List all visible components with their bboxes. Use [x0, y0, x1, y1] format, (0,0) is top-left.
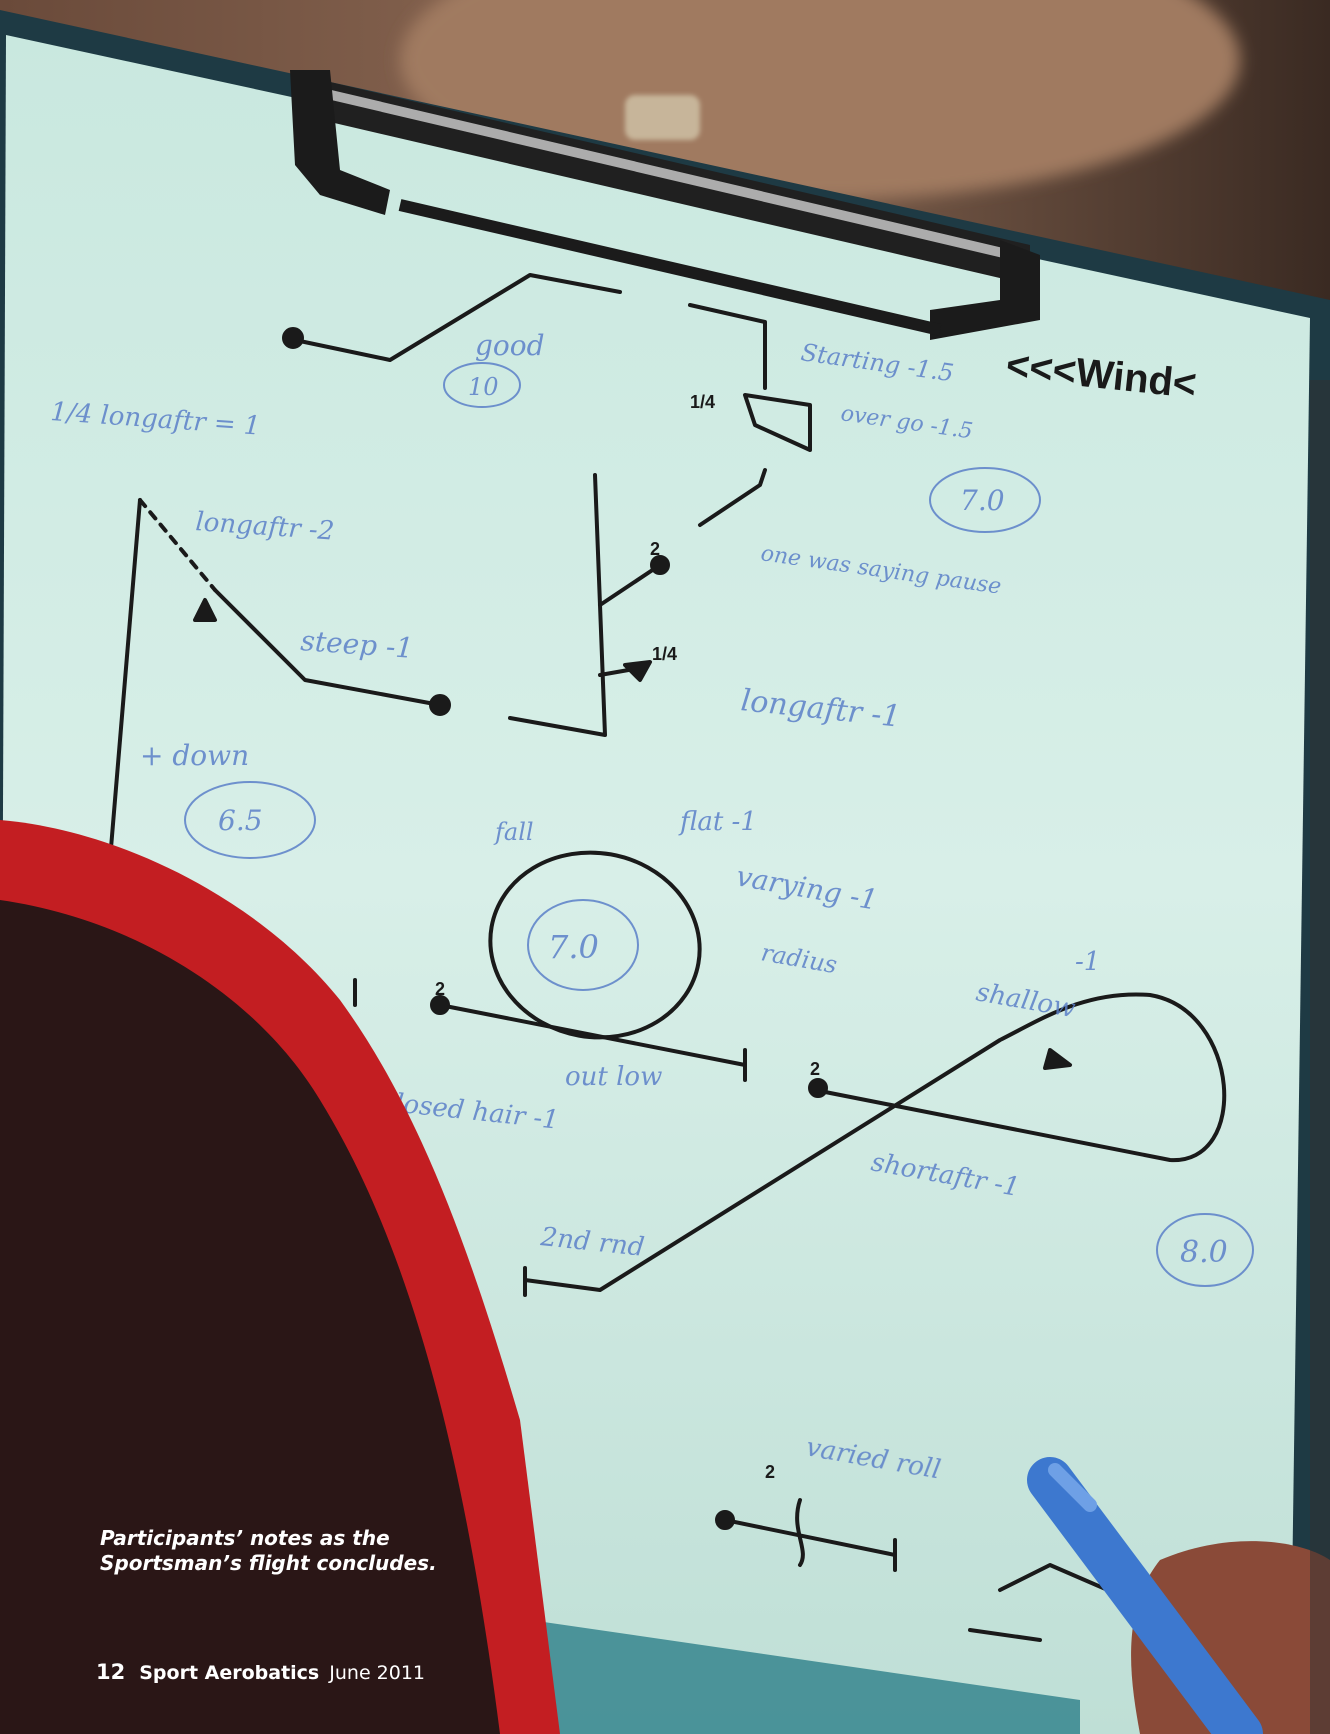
page-number: 12 — [96, 1660, 125, 1684]
svg-text:2: 2 — [650, 539, 660, 559]
page-footer: 12 Sport Aerobatics June 2011 — [96, 1660, 425, 1684]
svg-text:7.0: 7.0 — [548, 928, 599, 966]
svg-text:flat -1: flat -1 — [678, 807, 757, 837]
caption-line-1: Participants’ notes as the — [100, 1526, 520, 1551]
svg-text:7.0: 7.0 — [960, 484, 1005, 517]
issue-date: June 2011 — [329, 1662, 425, 1684]
svg-text:good: good — [475, 329, 545, 362]
svg-text:-1: -1 — [1075, 947, 1100, 977]
svg-text:8.0: 8.0 — [1180, 1235, 1228, 1270]
svg-text:fall: fall — [493, 818, 534, 846]
svg-text:10: 10 — [468, 373, 499, 401]
svg-text:2: 2 — [810, 1059, 820, 1079]
magazine-title: Sport Aerobatics — [139, 1662, 319, 1684]
svg-text:2: 2 — [765, 1462, 775, 1482]
photo-caption: Participants’ notes as the Sportsman’s f… — [100, 1526, 520, 1576]
svg-text:out low: out low — [565, 1062, 662, 1092]
svg-text:+ down: + down — [140, 739, 249, 772]
svg-text:2: 2 — [435, 979, 445, 999]
caption-line-2: Sportsman’s flight concludes. — [100, 1551, 520, 1576]
svg-text:1/4: 1/4 — [690, 392, 715, 412]
svg-text:1/4: 1/4 — [652, 644, 677, 664]
svg-text:6.5: 6.5 — [218, 804, 263, 837]
